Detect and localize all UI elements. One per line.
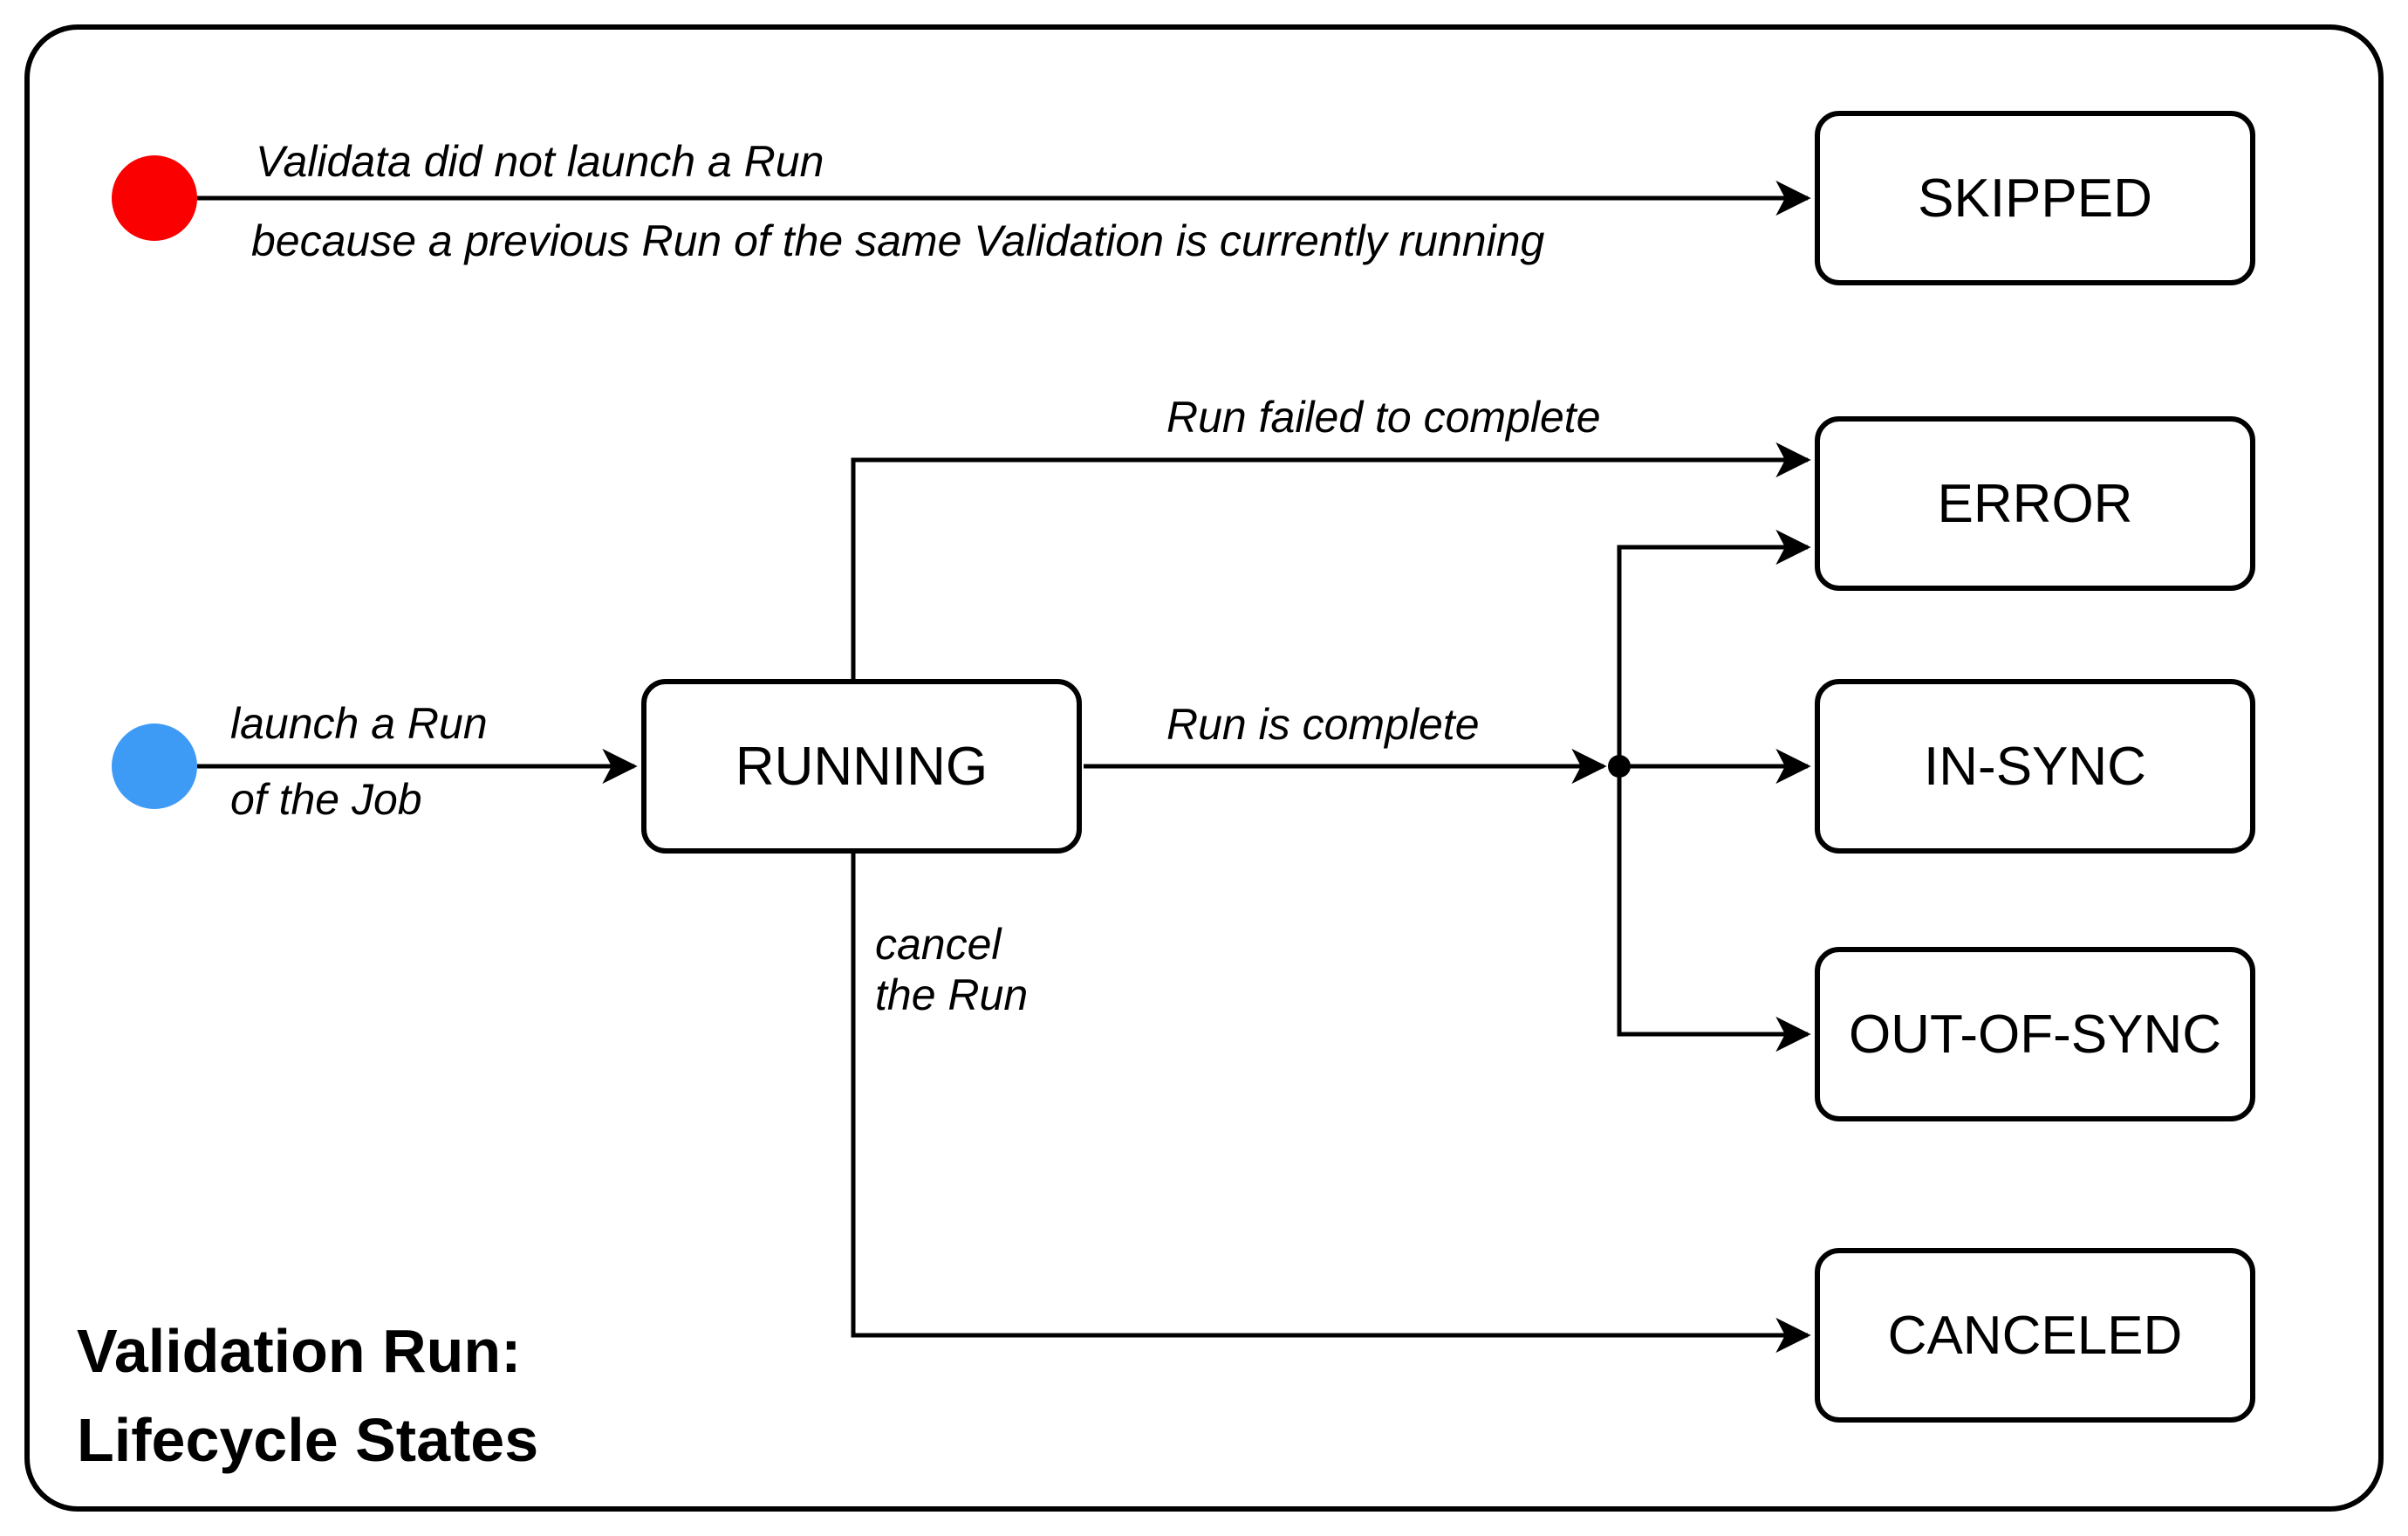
state-label-skipped: SKIPPED bbox=[1918, 168, 2152, 229]
state-box-error: ERROR bbox=[1815, 416, 2255, 591]
state-label-in-sync: IN-SYNC bbox=[1924, 736, 2146, 797]
label-cancel-line1: cancel bbox=[875, 920, 1002, 969]
state-box-canceled: CANCELED bbox=[1815, 1248, 2255, 1423]
start-dot-run bbox=[112, 723, 197, 809]
state-box-out-of-sync: OUT-OF-SYNC bbox=[1815, 947, 2255, 1121]
label-run-complete: Run is complete bbox=[1166, 700, 1480, 749]
state-label-out-of-sync: OUT-OF-SYNC bbox=[1848, 1004, 2222, 1065]
edge-running-to-error-failed bbox=[851, 442, 1811, 682]
diagram-title: Validation Run: Lifecycle States bbox=[77, 1307, 538, 1485]
state-box-skipped: SKIPPED bbox=[1815, 111, 2255, 285]
diagram-title-line2: Lifecycle States bbox=[77, 1405, 539, 1474]
diagram-border bbox=[24, 24, 2384, 1512]
edge-junction-to-error bbox=[1617, 529, 1811, 766]
state-box-running: RUNNING bbox=[641, 679, 1082, 854]
diagram-title-line1: Validation Run: bbox=[77, 1317, 522, 1385]
label-launch-line1: launch a Run bbox=[230, 699, 488, 748]
edge-junction-to-out-of-sync bbox=[1617, 766, 1811, 1053]
start-dot-skipped bbox=[112, 155, 197, 241]
label-skipped-reason-line1: Validata did not launch a Run bbox=[256, 137, 824, 186]
junction-dot bbox=[1608, 755, 1631, 778]
label-cancel: cancel the Run bbox=[875, 920, 1028, 1020]
label-run-failed: Run failed to complete bbox=[1166, 393, 1601, 442]
state-label-canceled: CANCELED bbox=[1887, 1305, 2183, 1366]
label-cancel-line2: the Run bbox=[875, 970, 1029, 1019]
state-box-in-sync: IN-SYNC bbox=[1815, 679, 2255, 854]
state-label-running: RUNNING bbox=[735, 736, 989, 797]
edge-running-to-canceled bbox=[851, 851, 1811, 1354]
label-launch-line2: of the Job bbox=[230, 775, 422, 824]
label-skipped-reason-line2: because a previous Run of the same Valid… bbox=[251, 216, 1545, 265]
state-label-error: ERROR bbox=[1937, 473, 2133, 534]
